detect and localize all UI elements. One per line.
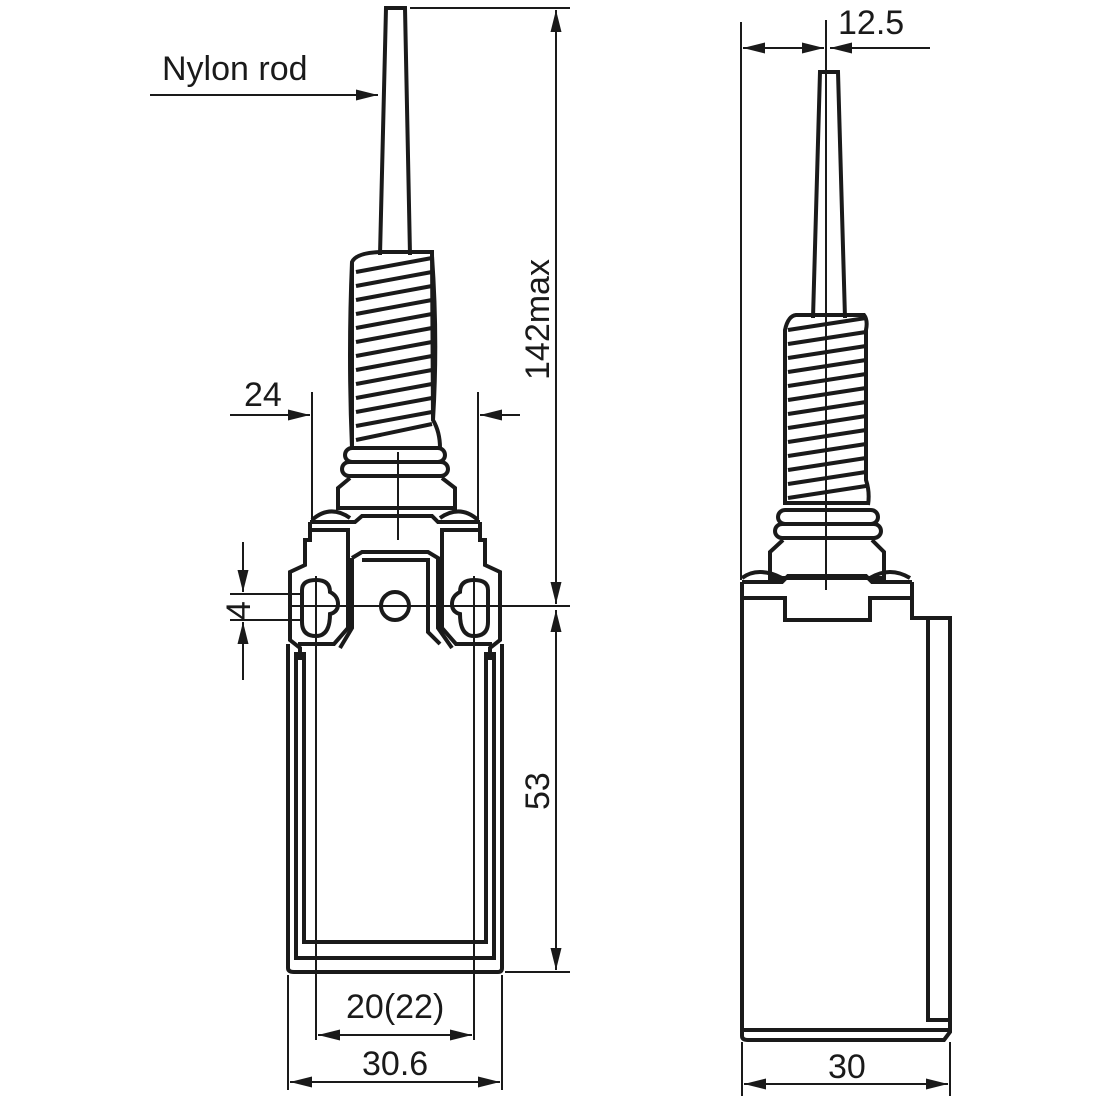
left-mount-slot	[300, 577, 341, 639]
side-view: 12.5 30	[740, 4, 952, 1096]
side-collar-ring-1	[776, 508, 880, 526]
switch-head	[288, 509, 502, 660]
spring-coil	[348, 250, 442, 449]
side-head	[740, 570, 952, 1042]
nylon-rod-label: Nylon rod	[162, 50, 308, 88]
side-collar-ring-2	[773, 522, 883, 540]
dim-mount-spacing-label: 20(22)	[346, 988, 444, 1026]
centerlines	[288, 452, 570, 1040]
front-view: Nylon rod 142max 24 4 53 20(22) 30.6	[150, 6, 570, 1090]
nylon-rod	[378, 6, 412, 256]
dim-body-width-label: 30.6	[362, 1045, 428, 1083]
collar-rings	[336, 446, 457, 510]
side-nylon-rod	[811, 70, 847, 319]
dim-slot-label: 4	[220, 601, 258, 620]
switch-body	[286, 644, 504, 974]
dim-body-height-label: 53	[519, 772, 557, 810]
dim-overall-height-label: 142max	[519, 259, 557, 380]
right-mount-slot	[449, 577, 490, 639]
dim-body-depth-label: 30	[828, 1048, 866, 1086]
dim-actuator-width-label: 24	[244, 376, 282, 414]
dim-rod-offset-label: 12.5	[838, 4, 904, 42]
extension-lines	[230, 7, 570, 1090]
